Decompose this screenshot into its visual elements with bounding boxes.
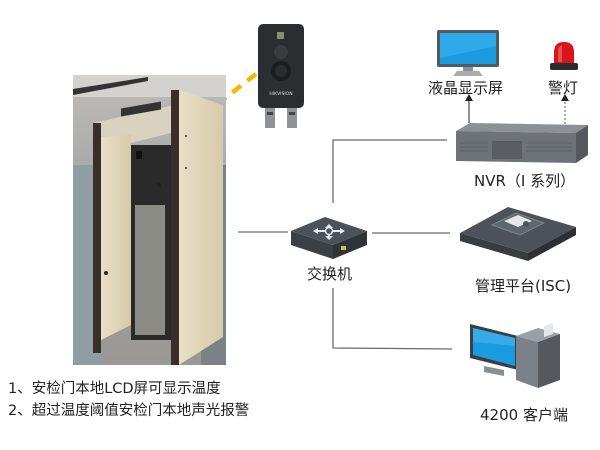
isc-label: 管理平台(ISC)	[475, 277, 572, 295]
client-label: 4200 客户端	[480, 406, 568, 424]
nvr-label: NVR（I 系列）	[474, 172, 576, 190]
security-gate-photo	[73, 75, 226, 365]
lcd-monitor-icon	[435, 28, 501, 78]
camera-brand: HIKVISION	[269, 91, 292, 97]
edge-switch-nvr	[332, 139, 447, 203]
note-line-2: 2、超过温度阈值安检门本地声光报警	[8, 403, 250, 419]
note-line-1: 1、安检门本地LCD屏可显示温度	[8, 381, 221, 397]
thermal-camera-icon: HIKVISION	[256, 24, 306, 134]
switch-label: 交换机	[307, 265, 353, 283]
arrowhead-lcd	[465, 94, 473, 101]
edge-switch-client	[332, 288, 453, 350]
network-switch-icon	[289, 215, 369, 261]
isc-server-icon	[456, 205, 580, 263]
lcd-label: 液晶显示屏	[428, 79, 504, 97]
client-pc-icon	[470, 322, 562, 390]
alarm-label: 警灯	[548, 79, 579, 97]
arrowhead-alarm	[561, 94, 569, 101]
nvr-device-icon	[452, 121, 590, 167]
alarm-light-icon	[546, 40, 582, 72]
